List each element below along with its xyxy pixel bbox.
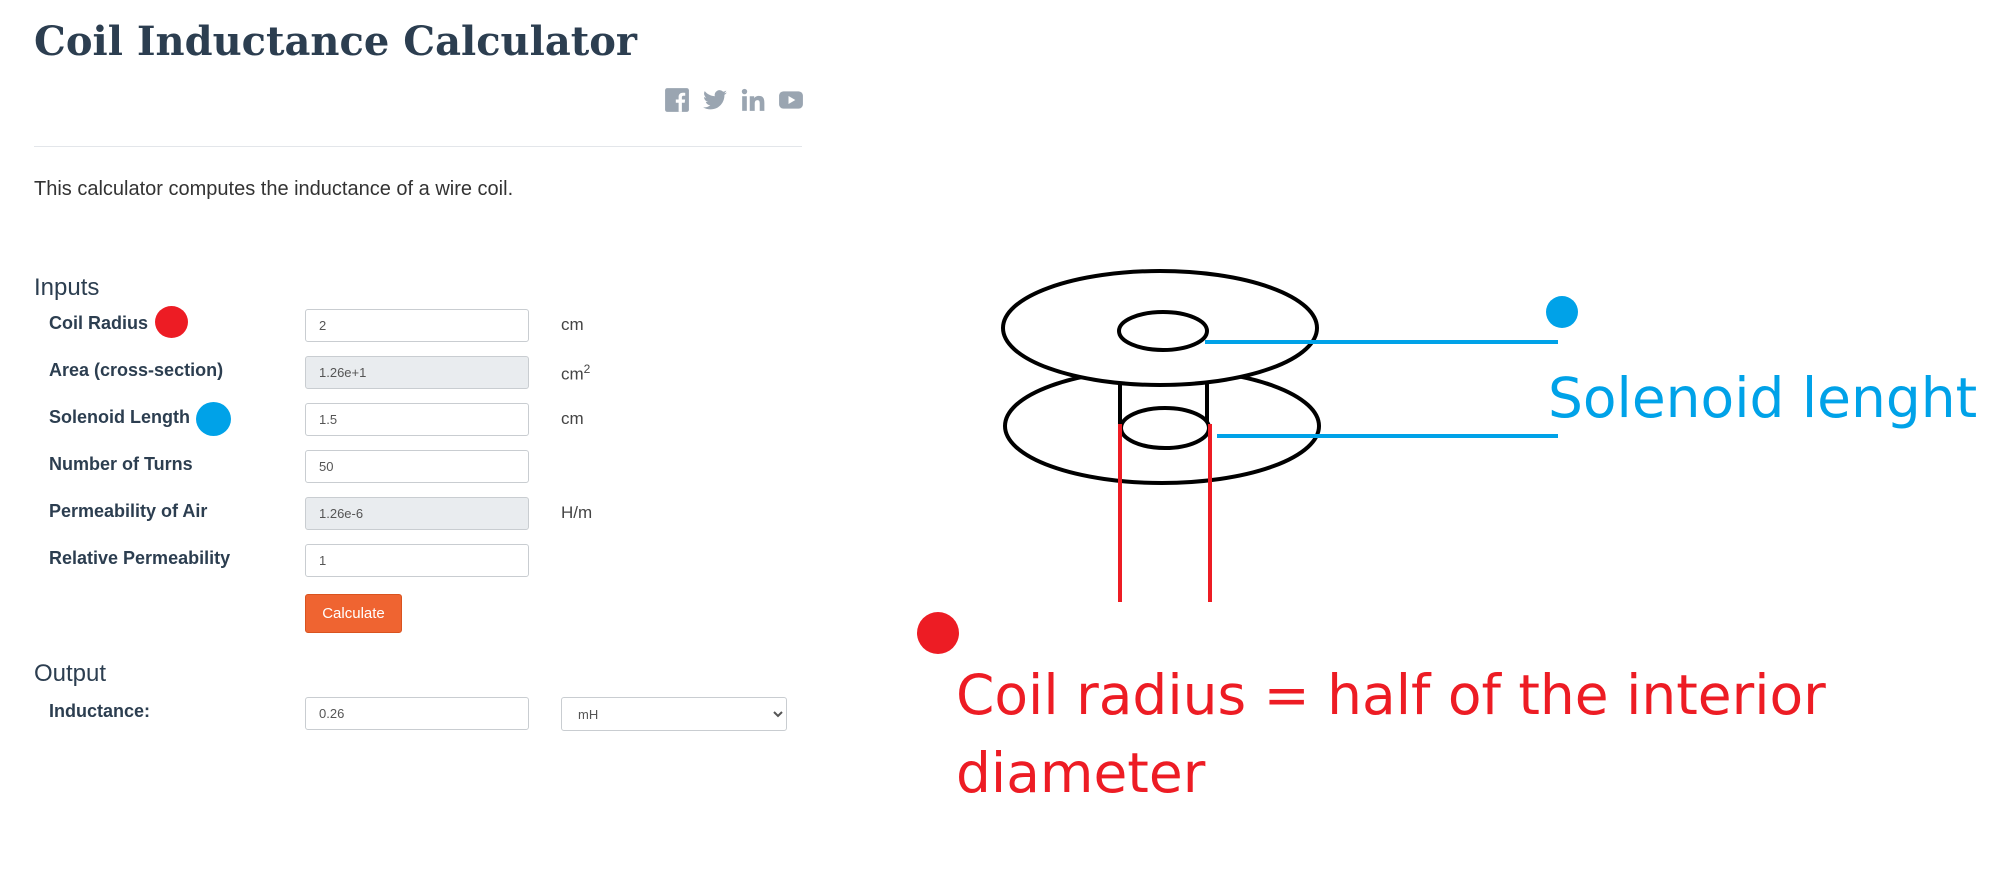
calculate-button[interactable]: Calculate — [305, 594, 402, 633]
relative-permeability-input[interactable] — [305, 544, 529, 577]
output-heading: Output — [34, 660, 107, 687]
area-field — [305, 356, 529, 389]
coil-radius-input[interactable] — [305, 309, 529, 342]
solenoid-length-annotation: Solenoid lenght — [1548, 366, 1978, 430]
inductance-output-field[interactable] — [305, 697, 529, 730]
linkedin-share-button[interactable] — [740, 87, 766, 113]
linkedin-icon — [741, 88, 765, 111]
coil-radius-label: Coil Radius — [49, 313, 149, 333]
area-unit-base: cm — [561, 364, 584, 384]
twitter-icon — [703, 90, 727, 110]
coil-radius-unit: cm — [561, 315, 584, 334]
coil-radius-note-line2: diameter — [956, 741, 1206, 805]
header-divider — [34, 146, 802, 147]
area-label: Area (cross-section) — [49, 360, 224, 380]
red-marker-dot — [155, 306, 188, 338]
facebook-icon — [665, 88, 689, 112]
coil-radius-red-dot — [917, 612, 959, 654]
page-title: Coil Inductance Calculator — [34, 18, 637, 65]
solenoid-length-unit: cm — [561, 409, 584, 428]
upper-inner-hole — [1117, 310, 1209, 352]
inductance-unit-select[interactable]: mH — [561, 697, 787, 731]
youtube-share-button[interactable] — [778, 87, 804, 113]
number-of-turns-input[interactable] — [305, 450, 529, 483]
upper-flange-outline — [1001, 269, 1319, 387]
coil-radius-note-line1: Coil radius = half of the interior — [956, 663, 1826, 727]
permeability-of-air-unit: H/m — [561, 503, 593, 522]
twitter-share-button[interactable] — [702, 87, 728, 113]
lower-inner-hole — [1119, 406, 1211, 450]
solenoid-length-label: Solenoid Length — [49, 407, 190, 427]
permeability-of-air-field — [305, 497, 529, 530]
permeability-of-air-label: Permeability of Air — [49, 501, 208, 521]
inputs-heading: Inputs — [34, 274, 100, 301]
facebook-share-button[interactable] — [664, 87, 690, 113]
number-of-turns-label: Number of Turns — [49, 454, 193, 474]
intro-text: This calculator computes the inductance … — [34, 178, 514, 200]
lower-flange-outline — [1003, 367, 1321, 485]
blue-marker-dot — [196, 402, 231, 436]
area-unit-exponent: 2 — [583, 362, 591, 376]
youtube-icon — [779, 91, 803, 109]
inductance-label: Inductance: — [49, 701, 151, 721]
solenoid-blue-dot — [1546, 296, 1578, 328]
solenoid-length-input[interactable] — [305, 403, 529, 436]
area-unit: cm2 — [561, 362, 590, 385]
relative-permeability-label: Relative Permeability — [49, 548, 231, 568]
